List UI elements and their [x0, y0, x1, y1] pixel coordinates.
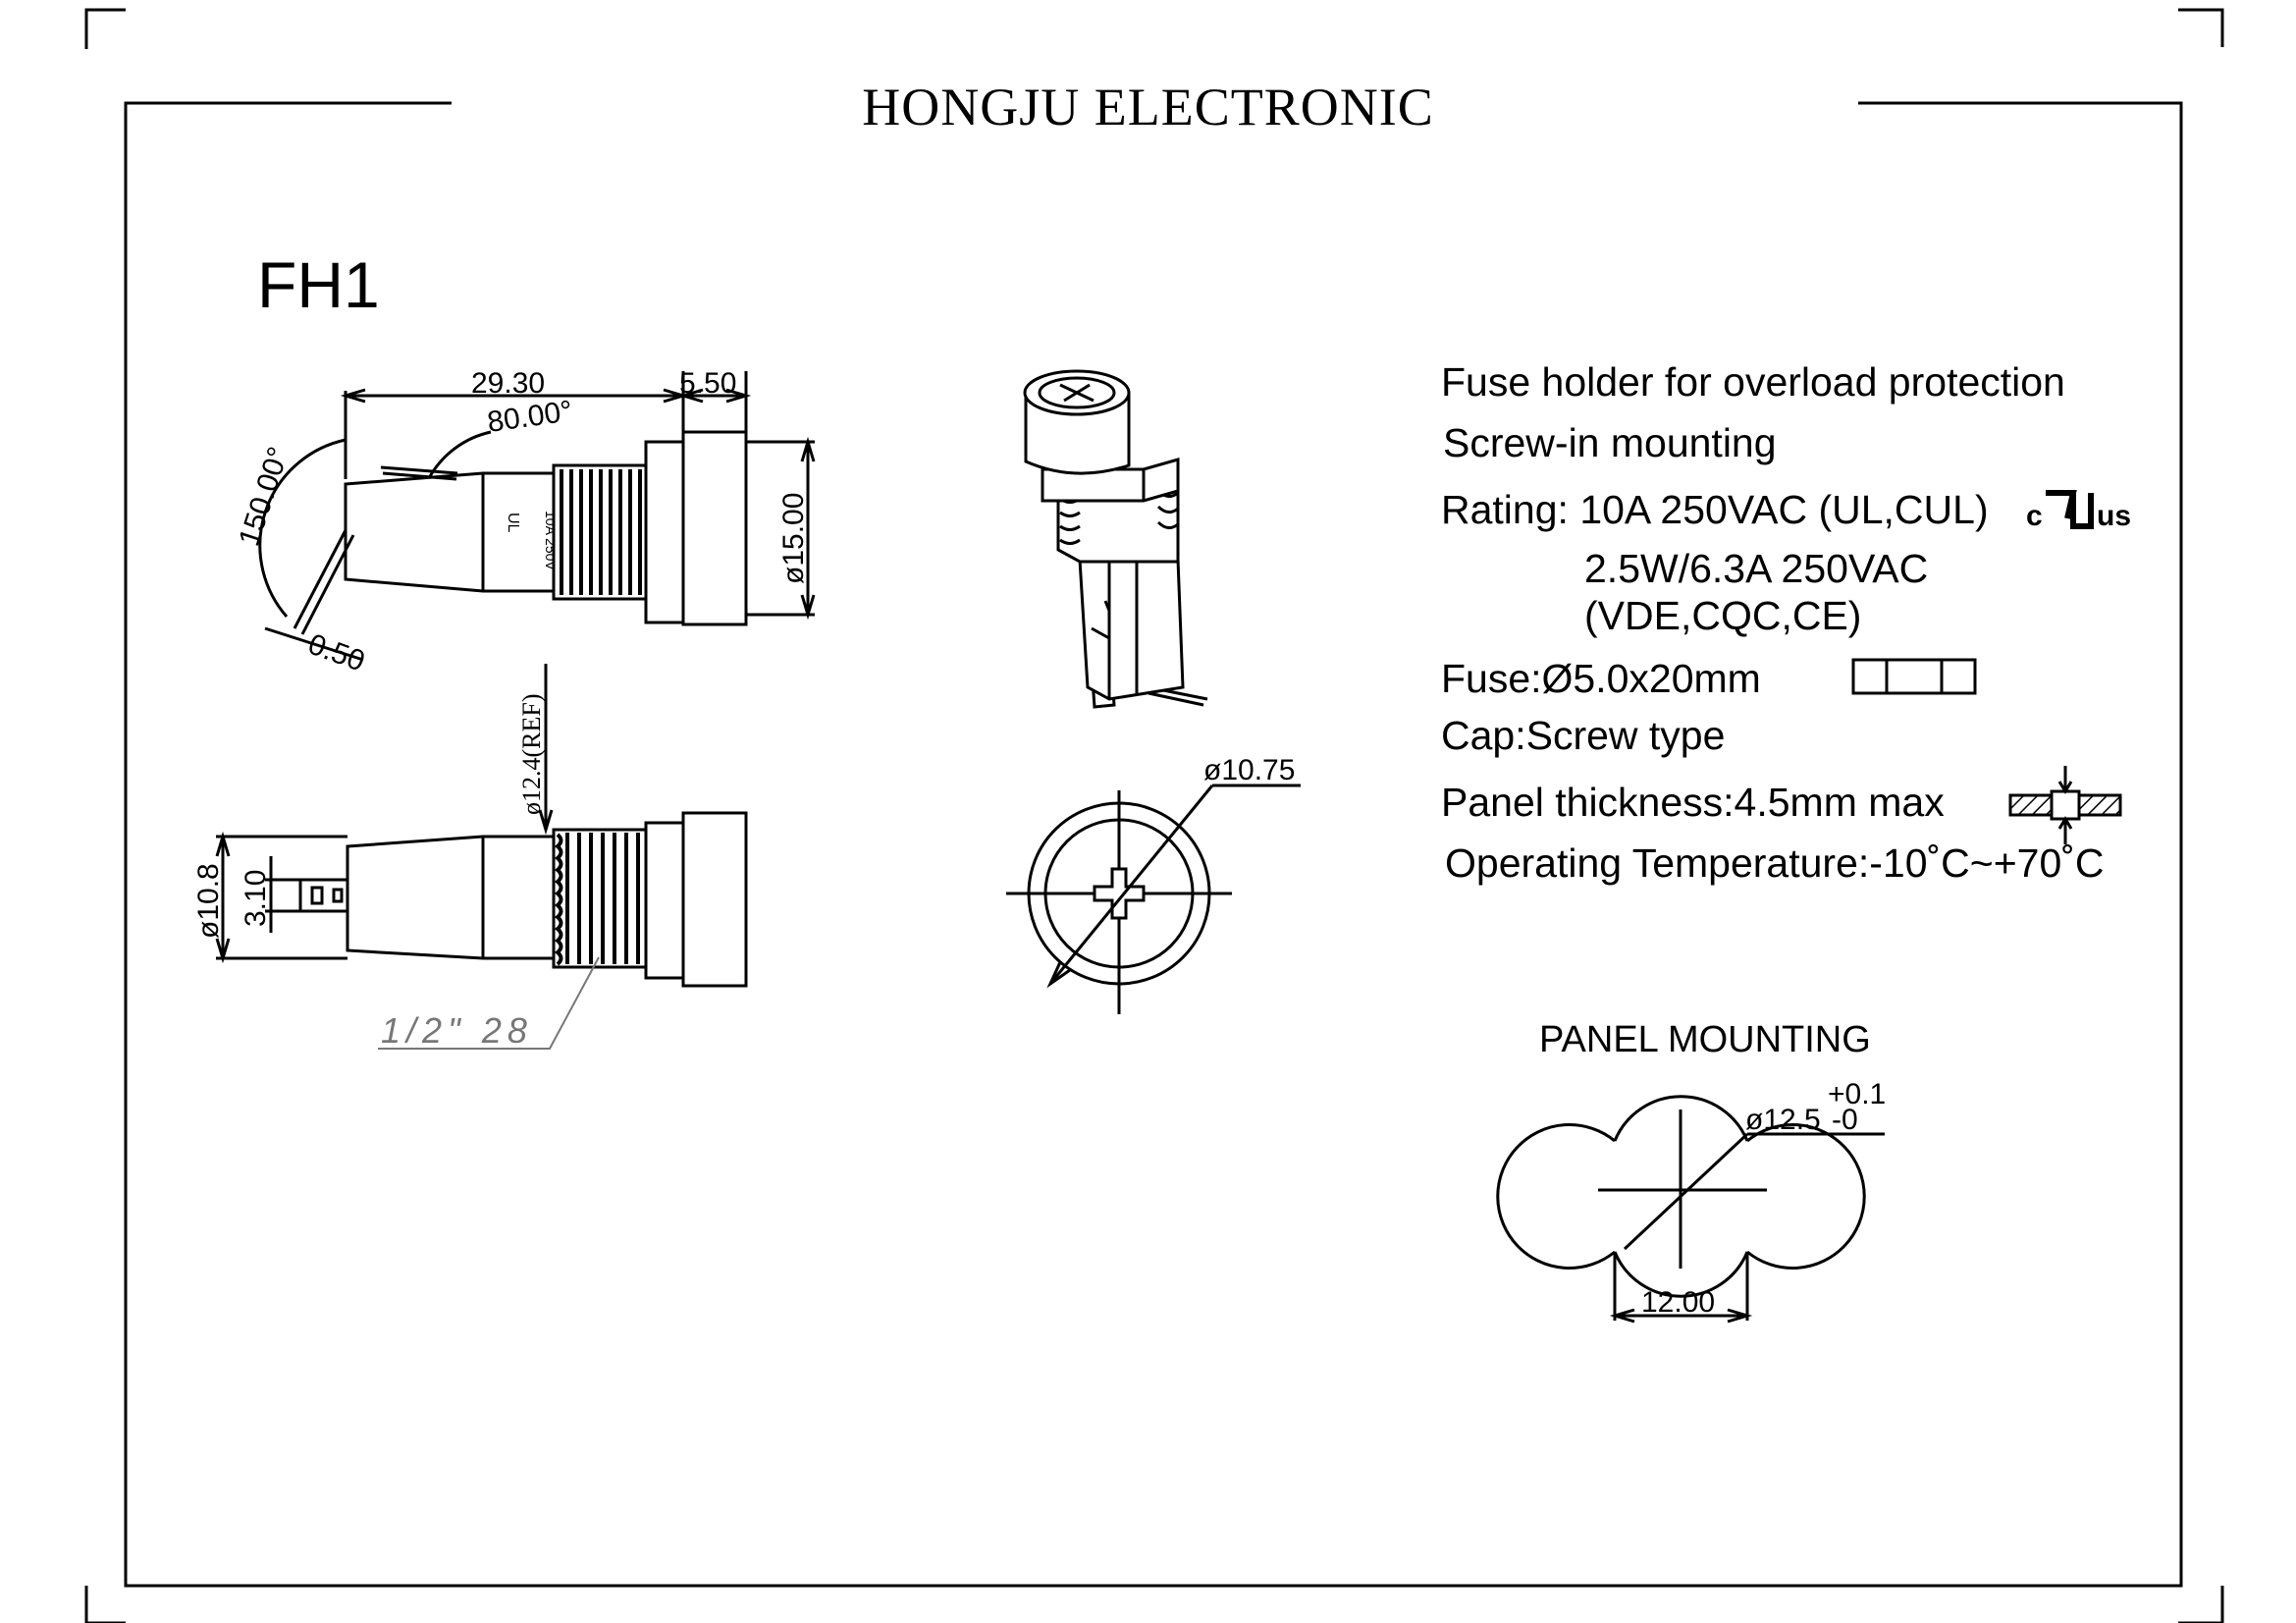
spec-rating-value: 10A 250VAC (UL,CUL) — [1579, 487, 1989, 532]
body-marking-ul: UL — [505, 513, 521, 533]
spec-rating-label: Rating: — [1441, 487, 1569, 532]
isometric-view — [1023, 369, 1208, 709]
dim-bend-angle-label: 150.00° — [233, 443, 294, 550]
fuse-symbol-icon — [1851, 658, 1977, 695]
spec-operating-temperature: Operating Temperature:-10˚C~+70˚C — [1445, 840, 2105, 886]
tolerance-upper-label: +0.1 — [1828, 1078, 1886, 1110]
panel-mounting-title: PANEL MOUNTING — [1539, 1019, 1871, 1060]
body-marking-voltage: 10A 250V — [543, 511, 559, 570]
top-view — [1006, 784, 1301, 1014]
dim-diameter-label: ø15.00 — [777, 493, 810, 584]
dim-body-diameter-label: ø10.8 — [192, 863, 225, 939]
spec-panel-thickness: Panel thickness:4.5mm max — [1441, 780, 1945, 825]
side-view — [258, 371, 816, 662]
panel-thickness-icon — [2008, 766, 2122, 844]
dim-tab-angle-label: 80.00° — [485, 395, 574, 439]
dim-length-label: 29.30 — [471, 367, 545, 400]
spec-description: Fuse holder for overload protection — [1441, 359, 2065, 405]
spec-rating: Rating: 10A 250VAC (UL,CUL) — [1441, 487, 1989, 533]
drawing-frame — [124, 101, 2183, 1588]
tolerance-lower-label: -0 — [1832, 1104, 1858, 1136]
company-name: HONGJU ELECTRONIC — [862, 78, 1434, 136]
dim-terminal-label: 3.10 — [240, 870, 272, 927]
ul-cert-icon: c us — [2026, 490, 2131, 532]
spec-fuse: Fuse:Ø5.0x20mm — [1441, 656, 1761, 701]
spec-mounting: Screw-in mounting — [1443, 420, 1777, 465]
panel-mounting-labels: ø12.5 +0.1 -0 12.00 — [1641, 1078, 1886, 1319]
thread-spec-label: 1/2" 28 — [381, 1010, 533, 1051]
bottom-view — [215, 664, 748, 1050]
panel-mounting-view — [1496, 1095, 1885, 1324]
cert-suffix: us — [2097, 500, 2131, 532]
spec-certifications: (VDE,CQC,CE) — [1584, 593, 1862, 638]
spec-rating-2: 2.5W/6.3A 250VAC — [1584, 546, 1929, 591]
dim-tab-thickness-label: 0.50 — [304, 628, 369, 678]
dim-thread-ref-label: ø12.4(REF) — [517, 694, 546, 816]
model-number: FH1 — [257, 248, 380, 321]
dim-cap-diameter-label: ø10.75 — [1203, 754, 1295, 786]
hole-diameter-label: ø12.5 — [1745, 1104, 1821, 1136]
cert-prefix: c — [2026, 500, 2043, 532]
spec-cap: Cap:Screw type — [1441, 713, 1726, 758]
bottom-view-labels: ø12.4(REF) ø10.8 3.10 1/2" 28 — [192, 694, 546, 1052]
dim-cap-label: 5.50 — [679, 367, 736, 400]
flat-width-label: 12.00 — [1641, 1286, 1715, 1319]
ul-logo-icon — [2046, 490, 2094, 529]
corner-marks — [84, 8, 2224, 1623]
